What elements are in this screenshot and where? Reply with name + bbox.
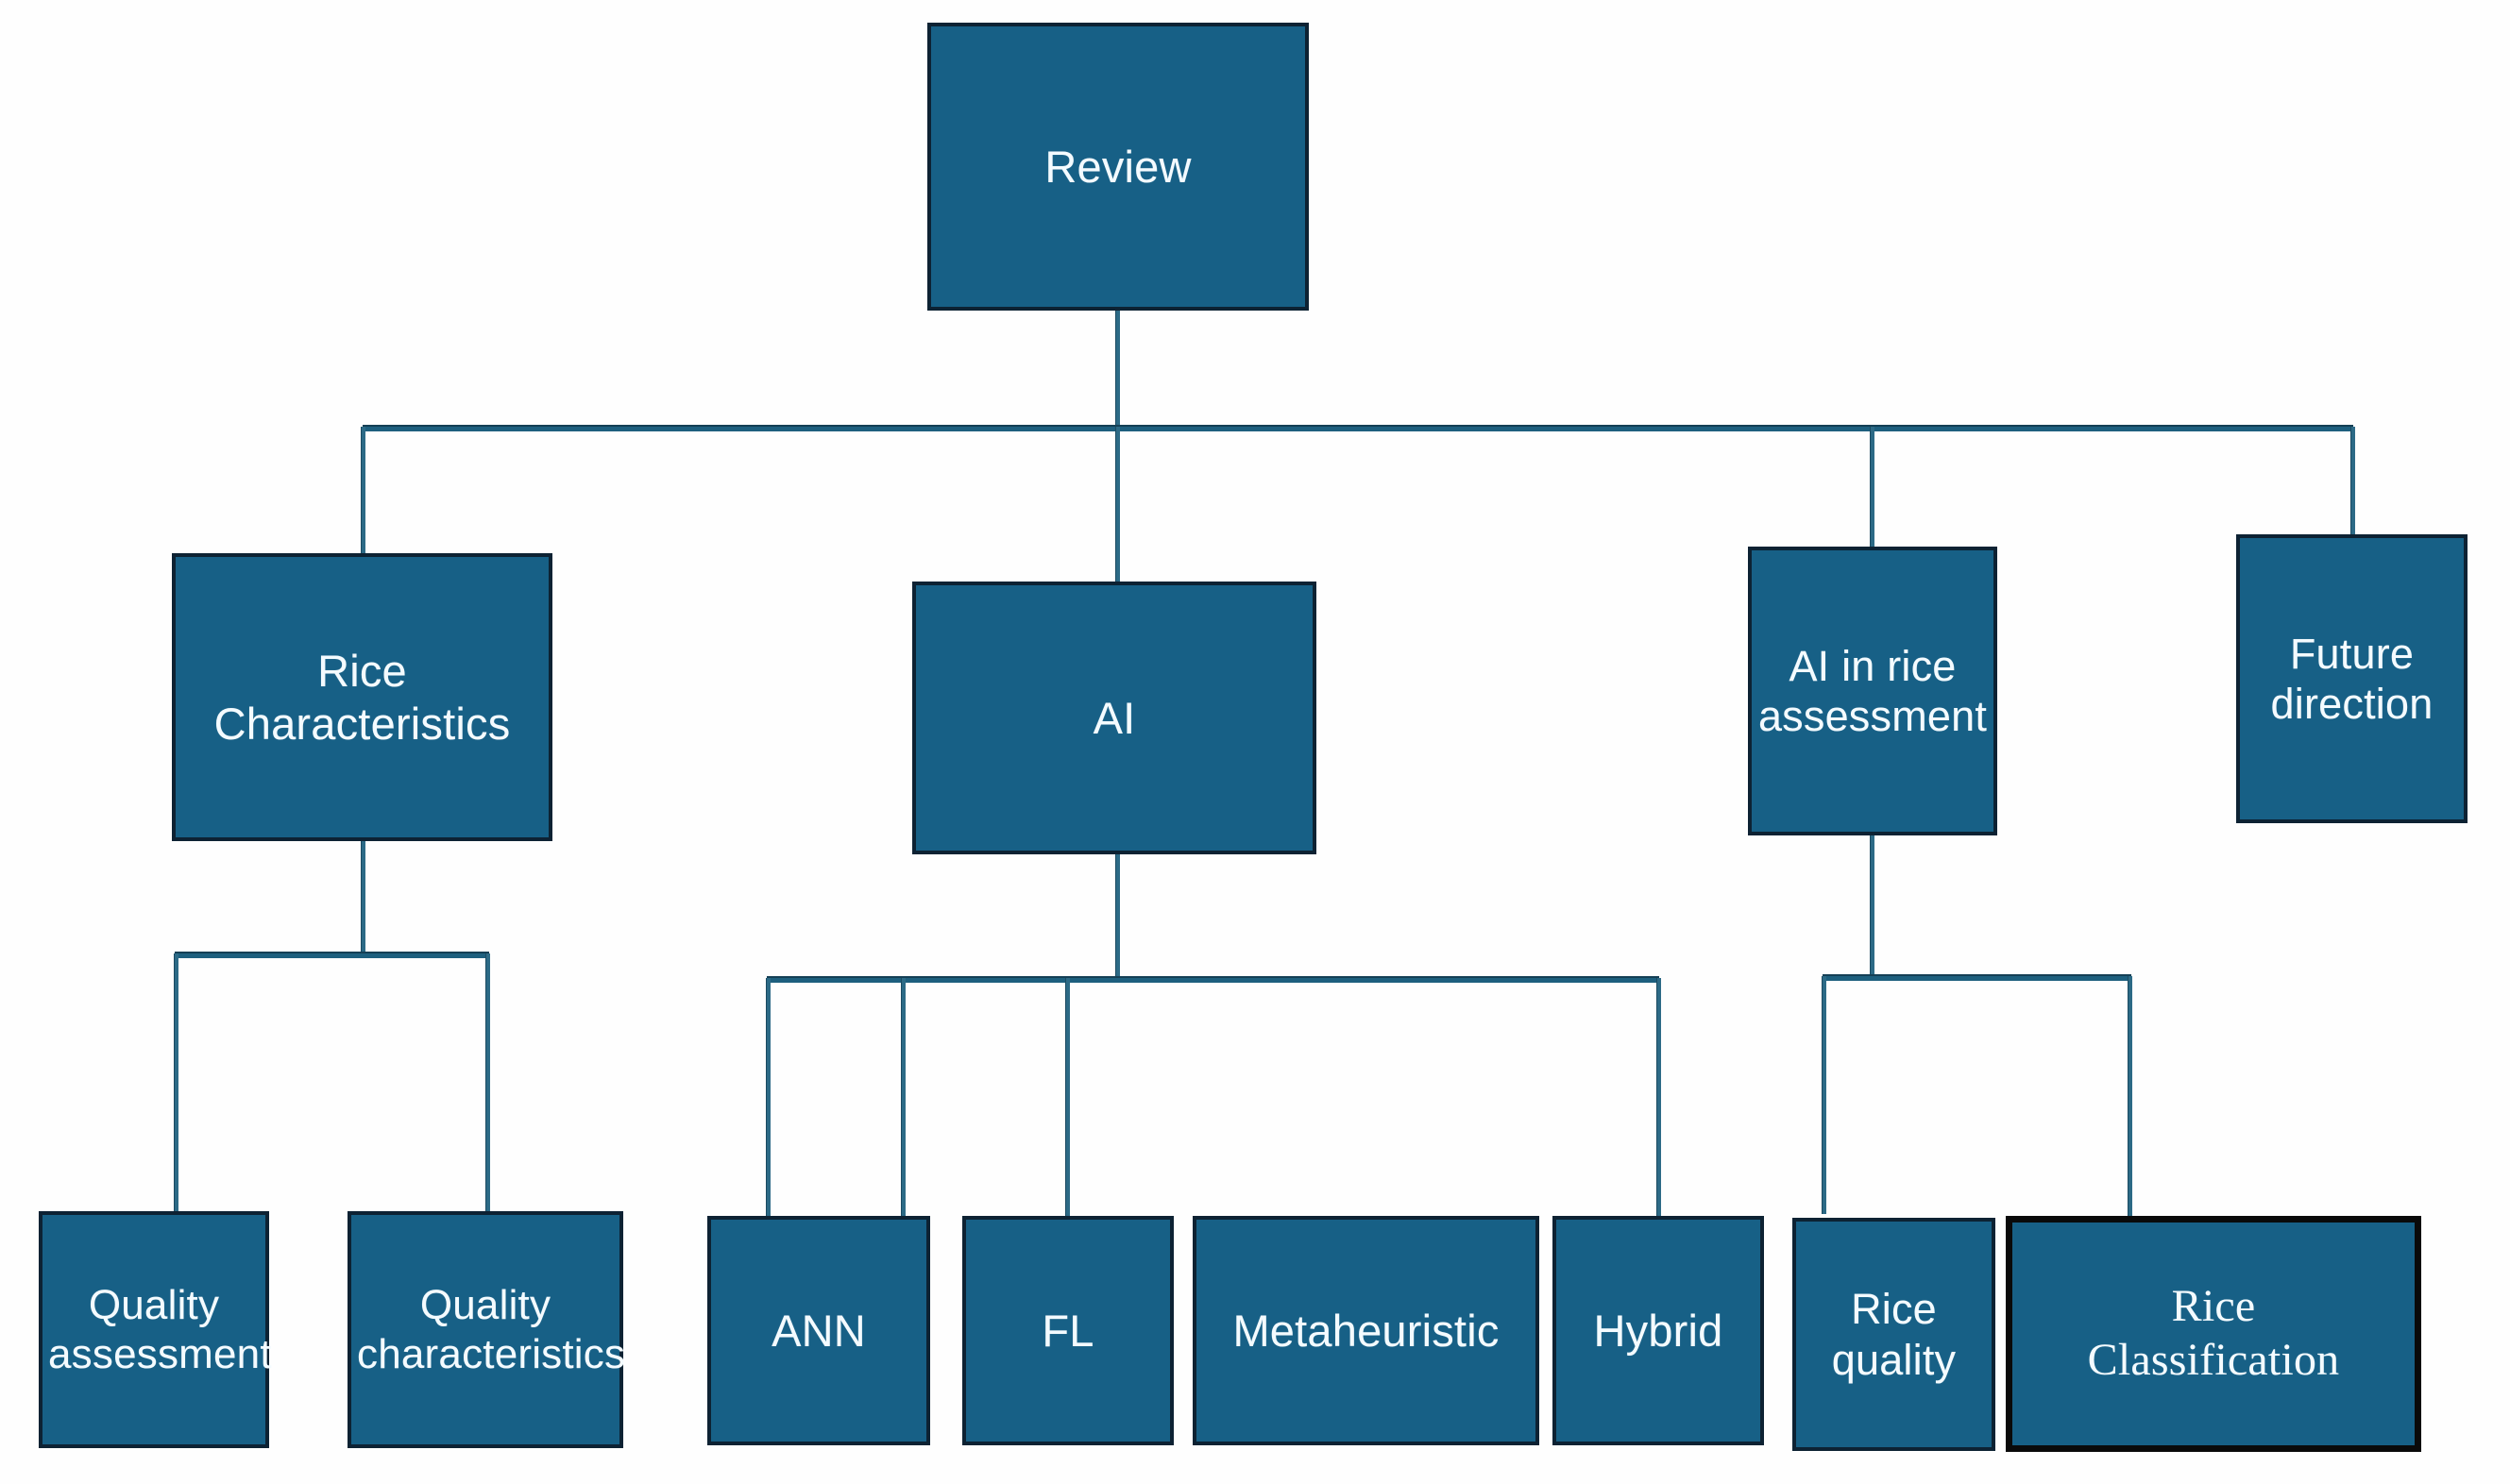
connector-rice-characteristics-stem <box>361 840 365 955</box>
connector-level2-bar <box>363 425 2353 431</box>
node-review-label: Review <box>1044 141 1192 192</box>
connector-drop-rice-quality <box>1822 976 1826 1214</box>
node-ann[interactable]: ANN <box>707 1216 930 1445</box>
connector-drop-quality-characteristics <box>485 953 490 1213</box>
node-ai-label: AI <box>1093 692 1136 743</box>
node-ann-label: ANN <box>772 1305 866 1356</box>
node-hybrid[interactable]: Hybrid <box>1552 1216 1764 1445</box>
node-metaheuristic[interactable]: Metaheuristic <box>1193 1216 1539 1445</box>
connector-drop-rice-characteristics <box>361 427 365 556</box>
connector-ai-stem <box>1115 852 1120 980</box>
connector-drop-future-direction <box>2350 427 2355 535</box>
connector-drop-metaheuristic <box>1065 978 1070 1218</box>
node-ai[interactable]: AI <box>912 582 1316 854</box>
connector-drop-ai-in-rice-assessment <box>1870 427 1874 548</box>
node-hybrid-label: Hybrid <box>1593 1305 1723 1356</box>
connector-ai-bar <box>767 976 1659 983</box>
node-fl[interactable]: FL <box>962 1216 1174 1445</box>
connector-drop-ai <box>1115 427 1120 583</box>
connector-root-stem <box>1115 310 1120 429</box>
node-fl-label: FL <box>1042 1305 1094 1356</box>
connector-drop-rice-classification <box>2128 976 2132 1219</box>
connector-rice-characteristics-bar <box>175 952 489 958</box>
connector-drop-quality-assessment <box>174 953 178 1213</box>
node-metaheuristic-label: Metaheuristic <box>1232 1305 1500 1356</box>
connector-ai-in-rice-assessment-bar <box>1823 974 2131 981</box>
connector-ai-in-rice-assessment-stem <box>1870 835 1874 978</box>
connector-drop-ann <box>766 978 771 1218</box>
node-review[interactable]: Review <box>927 23 1309 311</box>
connector-drop-hybrid <box>1656 978 1661 1218</box>
connector-drop-fl <box>901 978 906 1218</box>
